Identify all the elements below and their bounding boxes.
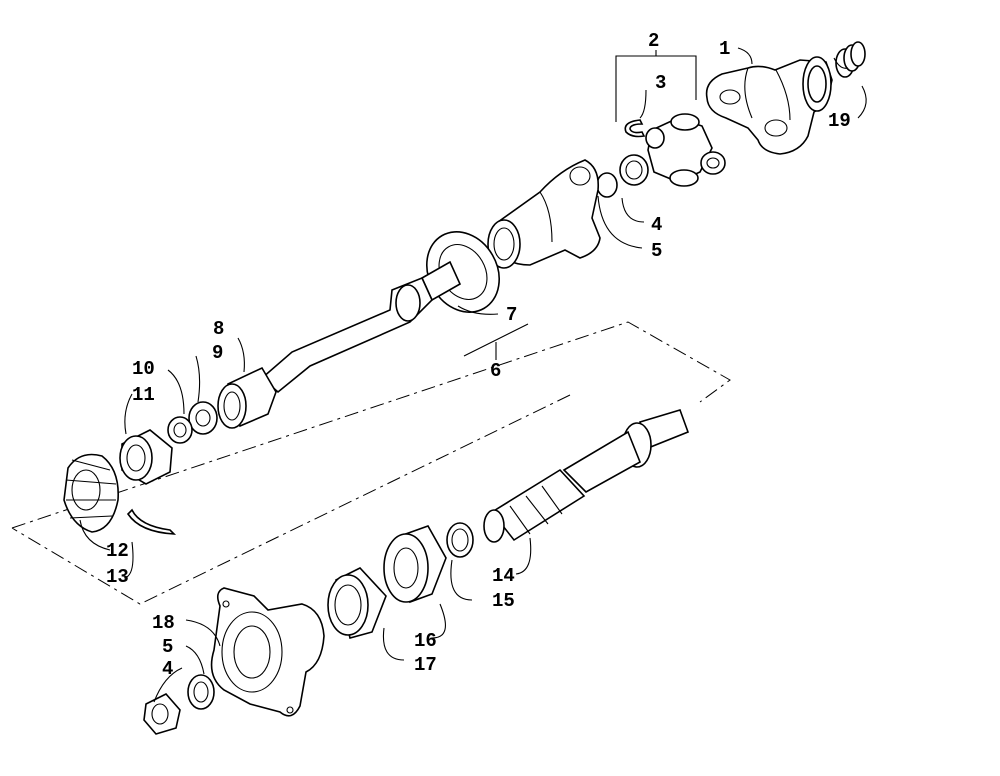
callout-15: 15 <box>492 590 515 612</box>
callout-13: 13 <box>106 566 129 588</box>
part-2-u-joint <box>645 113 726 187</box>
callout-4-upper: 4 <box>651 214 662 236</box>
callout-3: 3 <box>655 72 666 94</box>
part-17-seal <box>327 567 387 639</box>
callout-4-lower: 4 <box>162 658 173 680</box>
part-4-5-bearing-upper <box>596 154 649 198</box>
part-9-10-washers <box>167 401 218 444</box>
callout-1: 1 <box>719 38 730 60</box>
shaft-yoke <box>487 159 601 269</box>
part-1-yoke <box>705 56 833 155</box>
callout-14: 14 <box>492 565 515 587</box>
part-12-gear <box>63 453 119 533</box>
callout-7: 7 <box>506 304 517 326</box>
callout-18: 18 <box>152 612 175 634</box>
part-19-spring <box>833 41 866 78</box>
callout-10: 10 <box>132 358 155 380</box>
callout-5-lower: 5 <box>162 636 173 658</box>
part-3-snap-ring <box>624 119 646 138</box>
assembly-outline <box>11 321 731 605</box>
callout-9: 9 <box>212 342 223 364</box>
callout-5-upper: 5 <box>651 240 662 262</box>
part-8-drive-shaft <box>217 260 462 429</box>
callout-19: 19 <box>828 110 851 132</box>
part-13-ring <box>126 508 177 535</box>
callout-16: 16 <box>414 630 437 652</box>
callout-12: 12 <box>106 540 129 562</box>
callout-8: 8 <box>213 318 224 340</box>
part-4-5-nut-lower <box>143 674 215 735</box>
leader-lines <box>79 47 867 703</box>
callout-17: 17 <box>414 654 437 676</box>
part-11-bearing <box>119 429 173 485</box>
part-16-bearing <box>383 525 447 604</box>
part-15-oring <box>446 522 474 558</box>
callout-labels: 1 2 3 4 5 6 7 8 9 10 11 12 13 14 15 16 1… <box>106 30 851 680</box>
part-14-lower-shaft <box>483 409 690 543</box>
callout-6: 6 <box>490 360 501 382</box>
callout-2: 2 <box>648 30 659 52</box>
callout-11: 11 <box>132 384 155 406</box>
part-18-hub <box>210 587 325 717</box>
